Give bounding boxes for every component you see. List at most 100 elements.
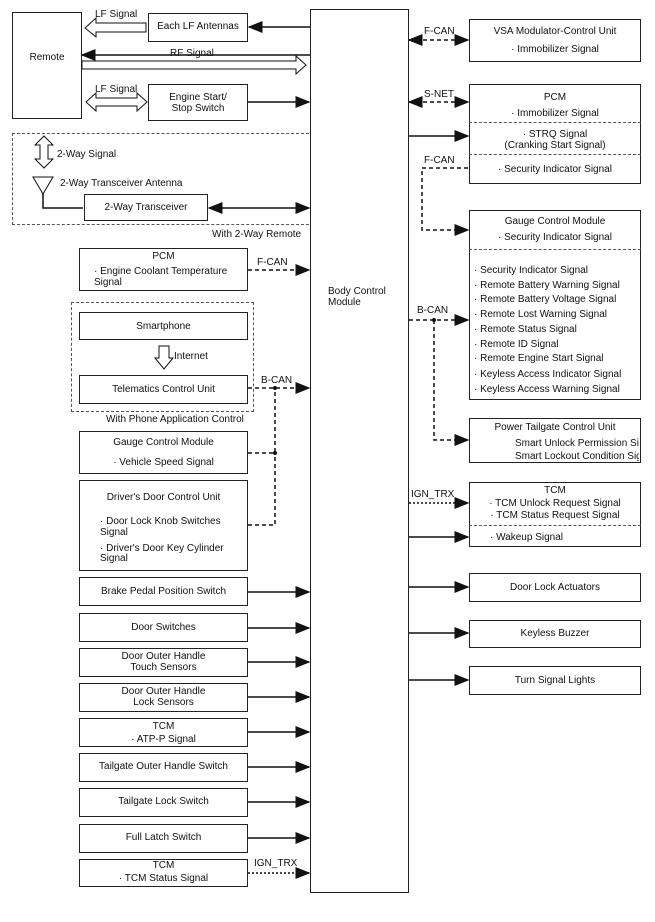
tcm-right-l3: · Wakeup Signal [490, 532, 563, 543]
two-way-transceiver-label: 2-Way Transceiver [104, 202, 188, 213]
rf-signal-label: RF Signal [170, 48, 214, 59]
input-box-2 [79, 648, 248, 677]
pcm-left-line1: · Engine Coolant Temperature [94, 266, 228, 277]
vsa-title: VSA Modulator-Control Unit [493, 26, 617, 37]
input-7-line1: Full Latch Switch [125, 832, 202, 843]
input-box-8 [79, 859, 248, 887]
two-way-signal-label: 2-Way Signal [57, 149, 117, 160]
drivers-door-l1: · Door Lock Knob Switches [100, 516, 221, 527]
input-2-line1: Door Outer Handle [121, 651, 206, 662]
gauge-left-line1: · Vehicle Speed Signal [113, 457, 214, 468]
gauge-right-item-5: · Remote ID Signal [474, 339, 559, 350]
pcm-right-security: · Security Indicator Signal [498, 164, 612, 175]
gauge-right-bus: B-CAN [417, 305, 449, 316]
output-box-2 [469, 666, 641, 695]
input-box-7 [79, 824, 248, 853]
tailgate-ctrl-l1: Smart Unlock Permission Signal [515, 438, 639, 449]
gauge-right-item-8: · Keyless Access Warning Signal [474, 384, 620, 395]
ign-trx-left-label: IGN_TRX [254, 858, 298, 869]
gauge-left-title: Gauge Control Module [113, 437, 214, 448]
smartphone-label: Smartphone [136, 321, 191, 332]
gauge-right-sep [469, 249, 641, 250]
each-lf-antennas-box [148, 13, 248, 42]
pcm-right-bus2: F-CAN [424, 155, 455, 166]
pcm-right-box [469, 84, 641, 184]
drivers-door-l2: Signal [100, 527, 128, 538]
input-8-line1: TCM [152, 860, 175, 871]
engine-start-line1: Engine Start/ [169, 92, 227, 103]
tcm-right-sep [469, 525, 641, 526]
remote-label: Remote [29, 52, 65, 63]
gauge-right-item-3: · Remote Lost Warning Signal [474, 309, 608, 320]
gauge-right-item-1: · Remote Battery Warning Signal [474, 280, 620, 291]
pcm-right-sep-1 [469, 122, 641, 123]
tcm-right-box [469, 482, 641, 547]
pcm-right-line1: · Immobilizer Signal [511, 108, 599, 119]
input-5-line1: Tailgate Outer Handle Switch [99, 761, 228, 772]
pcm-right-strq2: (Cranking Start Signal) [504, 140, 606, 151]
gauge-right-box [469, 210, 641, 400]
pcm-right-sep-2 [469, 154, 641, 155]
two-way-transceiver-box [84, 194, 208, 221]
input-1-line1: Door Switches [131, 622, 196, 633]
pcm-left-title: PCM [152, 251, 175, 262]
vsa-bus: F-CAN [424, 26, 455, 37]
remote-box [12, 12, 82, 119]
gauge-left-box [79, 431, 248, 474]
drivers-door-l4: Signal [100, 553, 128, 564]
tcm-right-bus: IGN_TRX [411, 489, 455, 500]
each-lf-antennas-label: Each LF Antennas [157, 21, 239, 32]
vsa-box [469, 19, 641, 62]
input-0-line1: Brake Pedal Position Switch [100, 586, 227, 597]
smartphone-box [79, 312, 248, 340]
two-way-antenna-label: 2-Way Transceiver Antenna [60, 178, 183, 189]
engine-start-line2: Stop Switch [171, 103, 225, 114]
bcm-line1: Body Control [328, 286, 386, 297]
input-8-line2: · TCM Status Signal [118, 873, 209, 884]
input-6-line1: Tailgate Lock Switch [118, 796, 209, 807]
input-box-4 [79, 718, 248, 747]
output-box-1 [469, 620, 641, 648]
output-box-0 [469, 573, 641, 602]
engine-start-box [148, 84, 248, 121]
phone-app-group [71, 302, 254, 412]
input-3-line2: Lock Sensors [133, 697, 194, 708]
input-2-line2: Touch Sensors [130, 662, 197, 673]
drivers-door-l3: · Driver's Door Key Cylinder [100, 543, 224, 554]
telematics-box [79, 375, 248, 404]
pcm-left-box [79, 248, 248, 291]
input-box-5 [79, 753, 248, 782]
pcm-right-title: PCM [543, 92, 567, 103]
lf-signal-label-2: LF Signal [95, 84, 138, 95]
tailgate-ctrl-box [469, 418, 641, 463]
telematics-label: Telematics Control Unit [112, 384, 215, 395]
phone-bus: B-CAN [261, 375, 293, 386]
output-0-label: Door Lock Actuators [509, 582, 601, 593]
input-3-line1: Door Outer Handle [121, 686, 206, 697]
pcm-right-bus: S-NET [424, 89, 454, 100]
phone-group-label: With Phone Application Control [106, 414, 244, 425]
drivers-door-title: Driver's Door Control Unit [106, 492, 221, 503]
gauge-right-top: · Security Indicator Signal [498, 232, 612, 243]
input-box-3 [79, 683, 248, 712]
bcm-box [310, 9, 409, 893]
tailgate-ctrl-title: Power Tailgate Control Unit [494, 422, 616, 433]
output-1-label: Keyless Buzzer [520, 628, 590, 639]
tailgate-ctrl-l2: Smart Lockout Condition Signal [515, 451, 639, 462]
gauge-right-item-4: · Remote Status Signal [474, 324, 577, 335]
tcm-right-l2: · TCM Status Request Signal [490, 510, 620, 521]
input-4-line1: TCM [152, 721, 175, 732]
tcm-right-l1: · TCM Unlock Request Signal [489, 498, 621, 509]
input-box-6 [79, 788, 248, 817]
gauge-right-item-7: · Keyless Access Indicator Signal [474, 369, 622, 380]
gauge-right-item-2: · Remote Battery Voltage Signal [474, 294, 617, 305]
input-4-line2: · ATP-P Signal [131, 734, 196, 745]
gauge-right-item-0: · Security Indicator Signal [474, 265, 588, 276]
lf-signal-label-1: LF Signal [95, 9, 138, 20]
gauge-right-item-6: · Remote Engine Start Signal [474, 353, 604, 364]
input-box-0 [79, 577, 248, 606]
gauge-right-title: Gauge Control Module [504, 216, 606, 227]
pcm-left-line2: Signal [94, 277, 122, 288]
two-way-group-label: With 2-Way Remote [212, 229, 302, 240]
